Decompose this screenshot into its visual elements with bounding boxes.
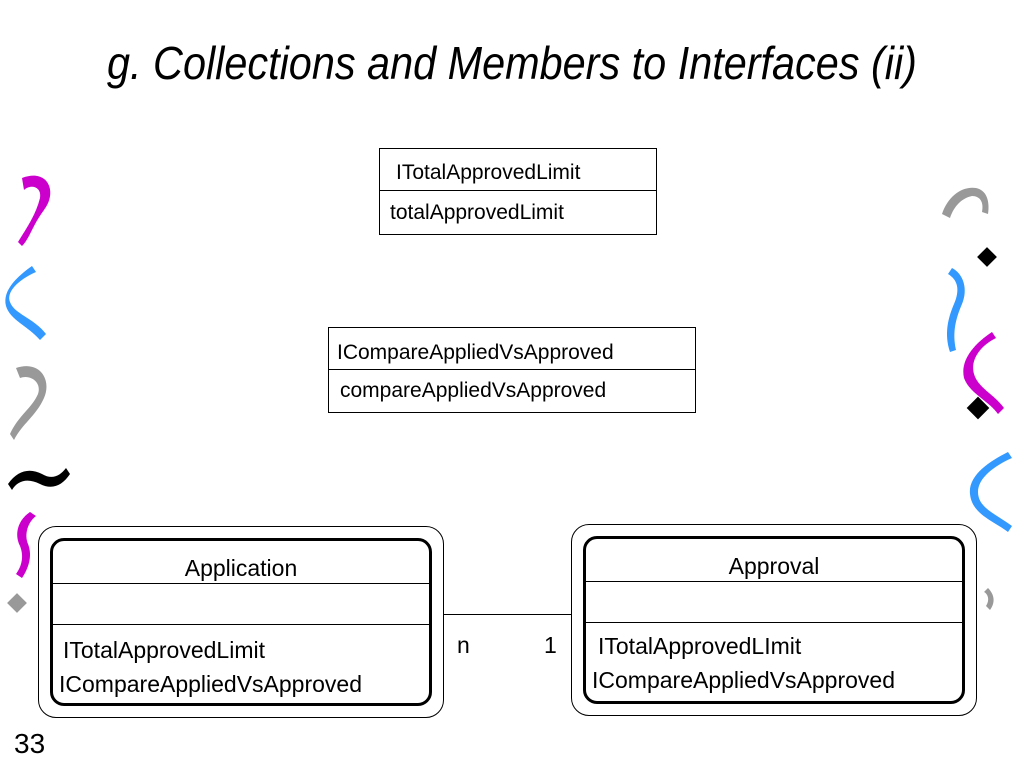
interface-member: totalApprovedLimit <box>390 201 564 224</box>
magenta-squiggle-left-2 <box>16 512 36 578</box>
interface-divider <box>380 190 656 191</box>
approval-class: Approval ITotalApprovedLImit ICompareApp… <box>583 536 965 704</box>
gray-squiggle-right-2 <box>984 588 994 610</box>
class-divider-1 <box>53 583 429 584</box>
interface-member: compareAppliedVsApproved <box>340 379 607 402</box>
gray-squiggle-left <box>10 366 47 440</box>
interface-name: ITotalApprovedLimit <box>396 161 581 184</box>
class-name: Approval <box>728 553 820 579</box>
class-name: Application <box>184 555 298 581</box>
application-class: Application ITotalApprovedLimit ICompare… <box>50 538 432 706</box>
class-divider-2 <box>53 624 429 625</box>
blue-squiggle-right <box>947 268 965 352</box>
class-divider-2 <box>586 622 962 623</box>
class-operation: ICompareAppliedVsApproved <box>59 671 363 697</box>
interface-divider <box>329 369 695 370</box>
multiplicity-left: n <box>457 632 470 658</box>
interface-name: ICompareAppliedVsApproved <box>337 341 614 364</box>
interface-box-itotalapprovedlimit: ITotalApprovedLimit totalApprovedLimit <box>379 148 657 235</box>
gray-diamond-left <box>7 593 27 613</box>
black-diamond-right-2 <box>966 396 990 420</box>
multiplicity-right: 1 <box>544 632 557 658</box>
class-operation: ITotalApprovedLimit <box>63 637 265 663</box>
black-diamond-right-1 <box>977 247 997 267</box>
slide-title: g. Collections and Members to Interfaces… <box>107 37 917 89</box>
magenta-squiggle-left <box>18 175 51 246</box>
class-operation: ICompareAppliedVsApproved <box>592 667 896 693</box>
slide-number: 33 <box>14 728 46 759</box>
association-line <box>444 614 572 615</box>
black-squiggle-left <box>8 468 70 490</box>
blue-squiggle-right-2 <box>969 452 1012 532</box>
magenta-squiggle-right <box>963 332 1004 414</box>
interface-box-icompareappliedvsapproved: ICompareAppliedVsApproved compareApplied… <box>328 327 696 413</box>
class-operation: ITotalApprovedLImit <box>598 633 802 659</box>
class-divider-1 <box>586 581 962 582</box>
gray-squiggle-right <box>942 187 989 218</box>
blue-squiggle-left <box>5 266 47 340</box>
